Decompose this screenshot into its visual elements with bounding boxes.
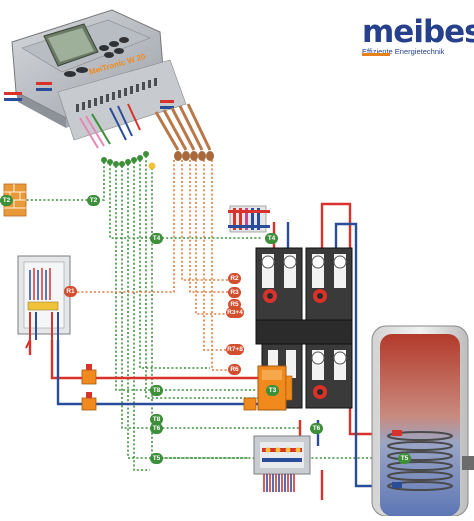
valve-icon (81, 392, 97, 411)
valve-icon (81, 364, 97, 385)
sensor-tag-t4: T4 (150, 233, 163, 244)
keypad (64, 37, 129, 77)
brand-accent-bar (362, 53, 390, 56)
terminal-block (76, 78, 157, 112)
sensor-tag-t2-wall: T2 (0, 195, 13, 206)
pump-icon (263, 289, 277, 303)
sensor-tag-t4-module: T4 (265, 233, 278, 244)
pump-icon (313, 385, 327, 399)
sensor-tag-t6: T6 (150, 423, 163, 434)
piping (28, 202, 392, 500)
hydraulic-separator (257, 365, 293, 411)
sensor-tag-t5: T5 (150, 453, 163, 464)
pump-module-right (305, 247, 353, 321)
relay-tag-r3: R3 (228, 287, 241, 298)
sensor-terminals (101, 151, 156, 170)
sensor-tag-t8-lower: T8 (150, 414, 163, 425)
relay-tag-r3-4: R3+4 (226, 307, 244, 318)
heating-manifold-icon (253, 435, 311, 492)
relay-wiring (70, 160, 236, 371)
sensor-tag-t6-bottom: T6 (310, 423, 323, 434)
pump-icon (313, 289, 327, 303)
storage-tank-icon (371, 325, 474, 517)
pump-module-right-lower (305, 343, 353, 409)
relay-tag-r1: R1 (64, 286, 77, 297)
brand-logo: meibes Effiziente Energietechnik (362, 14, 474, 56)
relay-cable-heads (154, 103, 214, 161)
sensor-tag-t8: T8 (150, 385, 163, 396)
relay-tag-r5: R5 (228, 299, 241, 310)
controller (4, 9, 187, 149)
sensor-tag-t2: T2 (87, 195, 100, 206)
relay-tag-r2: R2 (228, 273, 241, 284)
brand-tagline: Effiziente Energietechnik (362, 47, 445, 56)
brand-name: meibes (362, 14, 474, 50)
lcd-display-icon (43, 23, 99, 67)
relay-tag-r6: R6 (228, 364, 241, 375)
pump-module-left (255, 247, 303, 321)
sensor-tag-t3: T3 (266, 385, 279, 396)
relay-tag-r7-8: R7+8 (226, 344, 244, 355)
mixer-valve-icon (243, 397, 257, 411)
sensor-wiring (24, 156, 380, 471)
distribution-bar (255, 319, 353, 345)
sensor-tag-t5-tank: T5 (398, 453, 411, 464)
brick-wall-icon (3, 183, 27, 217)
boiler-icon (17, 255, 71, 349)
radiator-icon (228, 205, 270, 233)
